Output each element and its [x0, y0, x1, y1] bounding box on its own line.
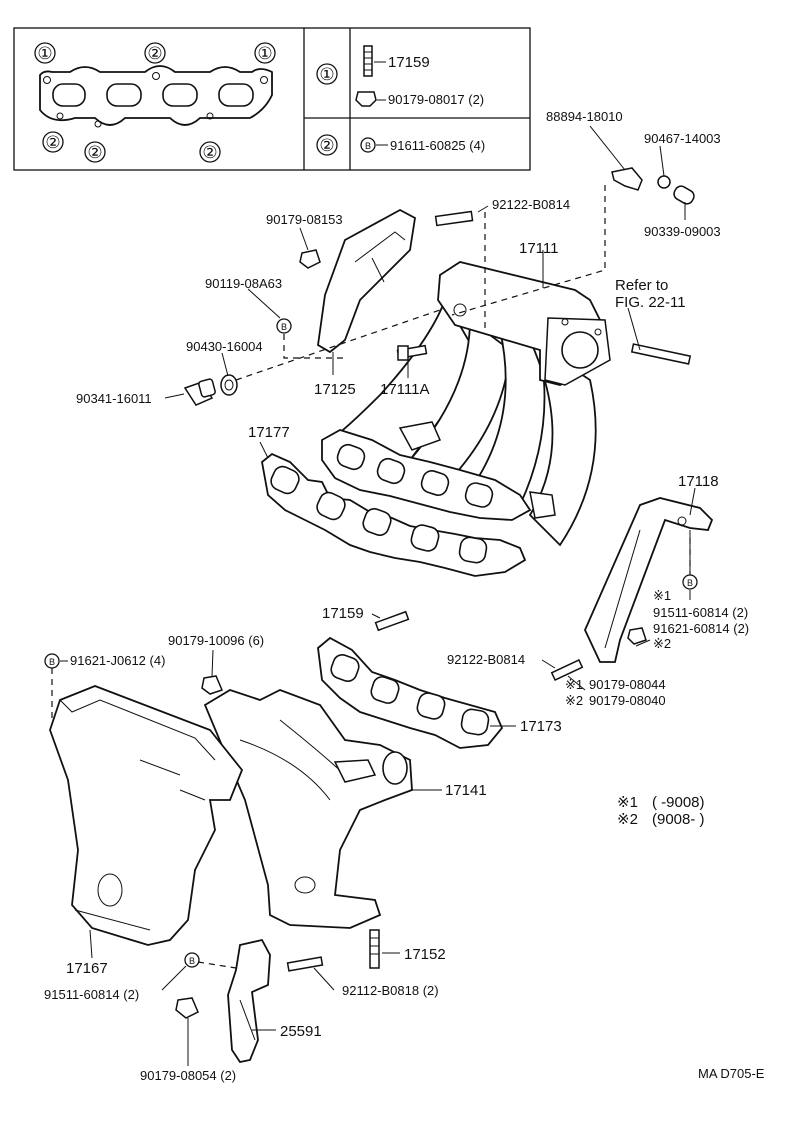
- label-note2-mark-a: ※2: [653, 636, 671, 651]
- label-90179-08040: 90179-08040: [589, 693, 666, 708]
- label-90341-16011: 90341-16011: [76, 391, 152, 406]
- note2-text: (9008- ): [652, 811, 705, 828]
- label-92122-B0814-upper: 92122-B0814: [492, 197, 570, 212]
- washer-90430-16004: [220, 374, 238, 396]
- dashed-guides-lower: [51, 538, 691, 969]
- clip-88894-18010: [611, 167, 643, 191]
- label-fig-22-11: FIG. 22-11: [615, 294, 686, 311]
- label-note1-mark-a: ※1: [653, 588, 671, 603]
- bolt-91511-60814-icon-upper: B: [682, 574, 698, 590]
- stud-17159-lower: [374, 610, 410, 632]
- legend-circle-b-icon: B: [365, 141, 371, 151]
- note1-mark: ※1: [617, 794, 638, 811]
- label-17159-lower: 17159: [322, 605, 364, 622]
- nut-90179-08054: [175, 997, 199, 1019]
- clamp-90467-14003: [657, 175, 671, 189]
- legend-row1-mark: ①: [319, 65, 334, 84]
- stud-icon: [363, 45, 373, 77]
- label-92122-B0814-lower: 92122-B0814: [447, 652, 525, 667]
- gasket-callout-marks-bottom: ② ② ②: [42, 131, 221, 163]
- label-90430-16004: 90430-16004: [186, 339, 263, 354]
- exhaust-manifold-17141: [203, 689, 413, 929]
- legend-part-90179-08017: 90179-08017 (2): [388, 92, 484, 107]
- label-17177: 17177: [248, 424, 290, 441]
- bolt-91621-J0612-icon: B: [44, 653, 60, 669]
- label-90339-09003: 90339-09003: [644, 224, 721, 239]
- svg-text:B: B: [687, 578, 693, 588]
- svg-text:B: B: [281, 322, 287, 332]
- label-17141: 17141: [445, 782, 487, 799]
- leader-lines-lower: [60, 590, 691, 1066]
- svg-text:B: B: [189, 956, 195, 966]
- label-90179-08054: 90179-08054 (2): [140, 1068, 236, 1083]
- bracket-25591: [227, 938, 271, 1064]
- part-number-labels: 88894-18010 90467-14003 90339-09003 9212…: [44, 109, 765, 1083]
- label-90179-08153: 90179-08153: [266, 212, 343, 227]
- label-90467-14003: 90467-14003: [644, 131, 721, 146]
- diagram-code: MA D705-E: [698, 1066, 765, 1081]
- legend-row2-mark: ②: [319, 136, 334, 155]
- throttle-stay-17125: [317, 208, 416, 354]
- label-91621-J0612: 91621-J0612 (4): [70, 653, 165, 668]
- stud-92122-B0814-lower: [550, 659, 584, 681]
- mark-bottom-center: ②: [87, 143, 102, 162]
- mark-bottom-left: ②: [45, 133, 60, 152]
- bolt-17111A: [396, 344, 428, 361]
- mark-bottom-right: ②: [202, 143, 217, 162]
- nut-90179-08153: [299, 249, 321, 269]
- stud-refer-fig-22-11: [630, 343, 692, 365]
- nut-90179-10096: [201, 675, 224, 695]
- label-90179-10096: 90179-10096 (6): [168, 633, 264, 648]
- label-17167: 17167: [66, 960, 108, 977]
- mark-top-left: ①: [37, 44, 52, 63]
- nut-90179-08044: [627, 627, 647, 645]
- label-refer-to: Refer to: [615, 277, 668, 294]
- label-25591: 25591: [280, 1023, 322, 1040]
- label-91511-60814-lower: 91511-60814 (2): [44, 987, 139, 1002]
- label-17111: 17111: [519, 240, 559, 257]
- intake-flange-gasket-17177: [261, 452, 527, 577]
- manifold-flange: [321, 429, 532, 521]
- label-90119-08A63: 90119-08A63: [205, 276, 282, 291]
- label-90179-08044: 90179-08044: [589, 677, 666, 692]
- bolt-91511-60814-icon-lower: B: [184, 952, 200, 968]
- label-note1-mark-b: ※1: [565, 677, 583, 692]
- stud-92122-B0814-upper: [434, 210, 474, 227]
- label-17173: 17173: [520, 718, 562, 735]
- label-17125: 17125: [314, 381, 356, 398]
- dashed-guides-upper: [235, 185, 606, 381]
- label-note2-mark-b: ※2: [565, 693, 583, 708]
- intake-manifold-17111: [327, 261, 611, 547]
- label-17152: 17152: [404, 946, 446, 963]
- label-88894-18010: 88894-18010: [546, 109, 623, 124]
- hose-90339-09003: [673, 185, 695, 205]
- exhaust-manifold-gasket-17173: [317, 636, 504, 749]
- right-bracket-17118: [584, 497, 714, 663]
- mark-top-right: ①: [257, 44, 272, 63]
- svg-text:B: B: [49, 657, 55, 667]
- gasket-legend-box: ① ② ① ② ② ② ① 17159 90179: [13, 27, 531, 171]
- label-17111A: 17111A: [380, 381, 430, 398]
- gasket-callout-marks-top: ① ② ①: [34, 42, 276, 64]
- label-17118: 17118: [678, 473, 719, 490]
- legend-part-17159: 17159: [388, 54, 430, 71]
- legend-part-91611-60825: 91611-60825 (4): [390, 138, 485, 153]
- label-91511-60814-upper: 91511-60814 (2): [653, 605, 748, 620]
- stud-17152: [369, 929, 380, 969]
- bolt-90341-16011: [183, 378, 216, 406]
- stud-92112-B0818: [286, 956, 324, 972]
- mark-top-center: ②: [147, 44, 162, 63]
- label-91621-60814: 91621-60814 (2): [653, 621, 749, 636]
- note1-text: ( -9008): [652, 794, 705, 811]
- bolt-90119-08A63-icon: B: [276, 318, 292, 334]
- nut-icon: [355, 91, 377, 107]
- note2-mark: ※2: [617, 811, 638, 828]
- label-92112-B0818: 92112-B0818 (2): [342, 983, 439, 998]
- heat-insulator-17167: [49, 685, 244, 946]
- leader-lines-upper: [164, 125, 696, 575]
- gasket-outline-drawing: [39, 65, 273, 128]
